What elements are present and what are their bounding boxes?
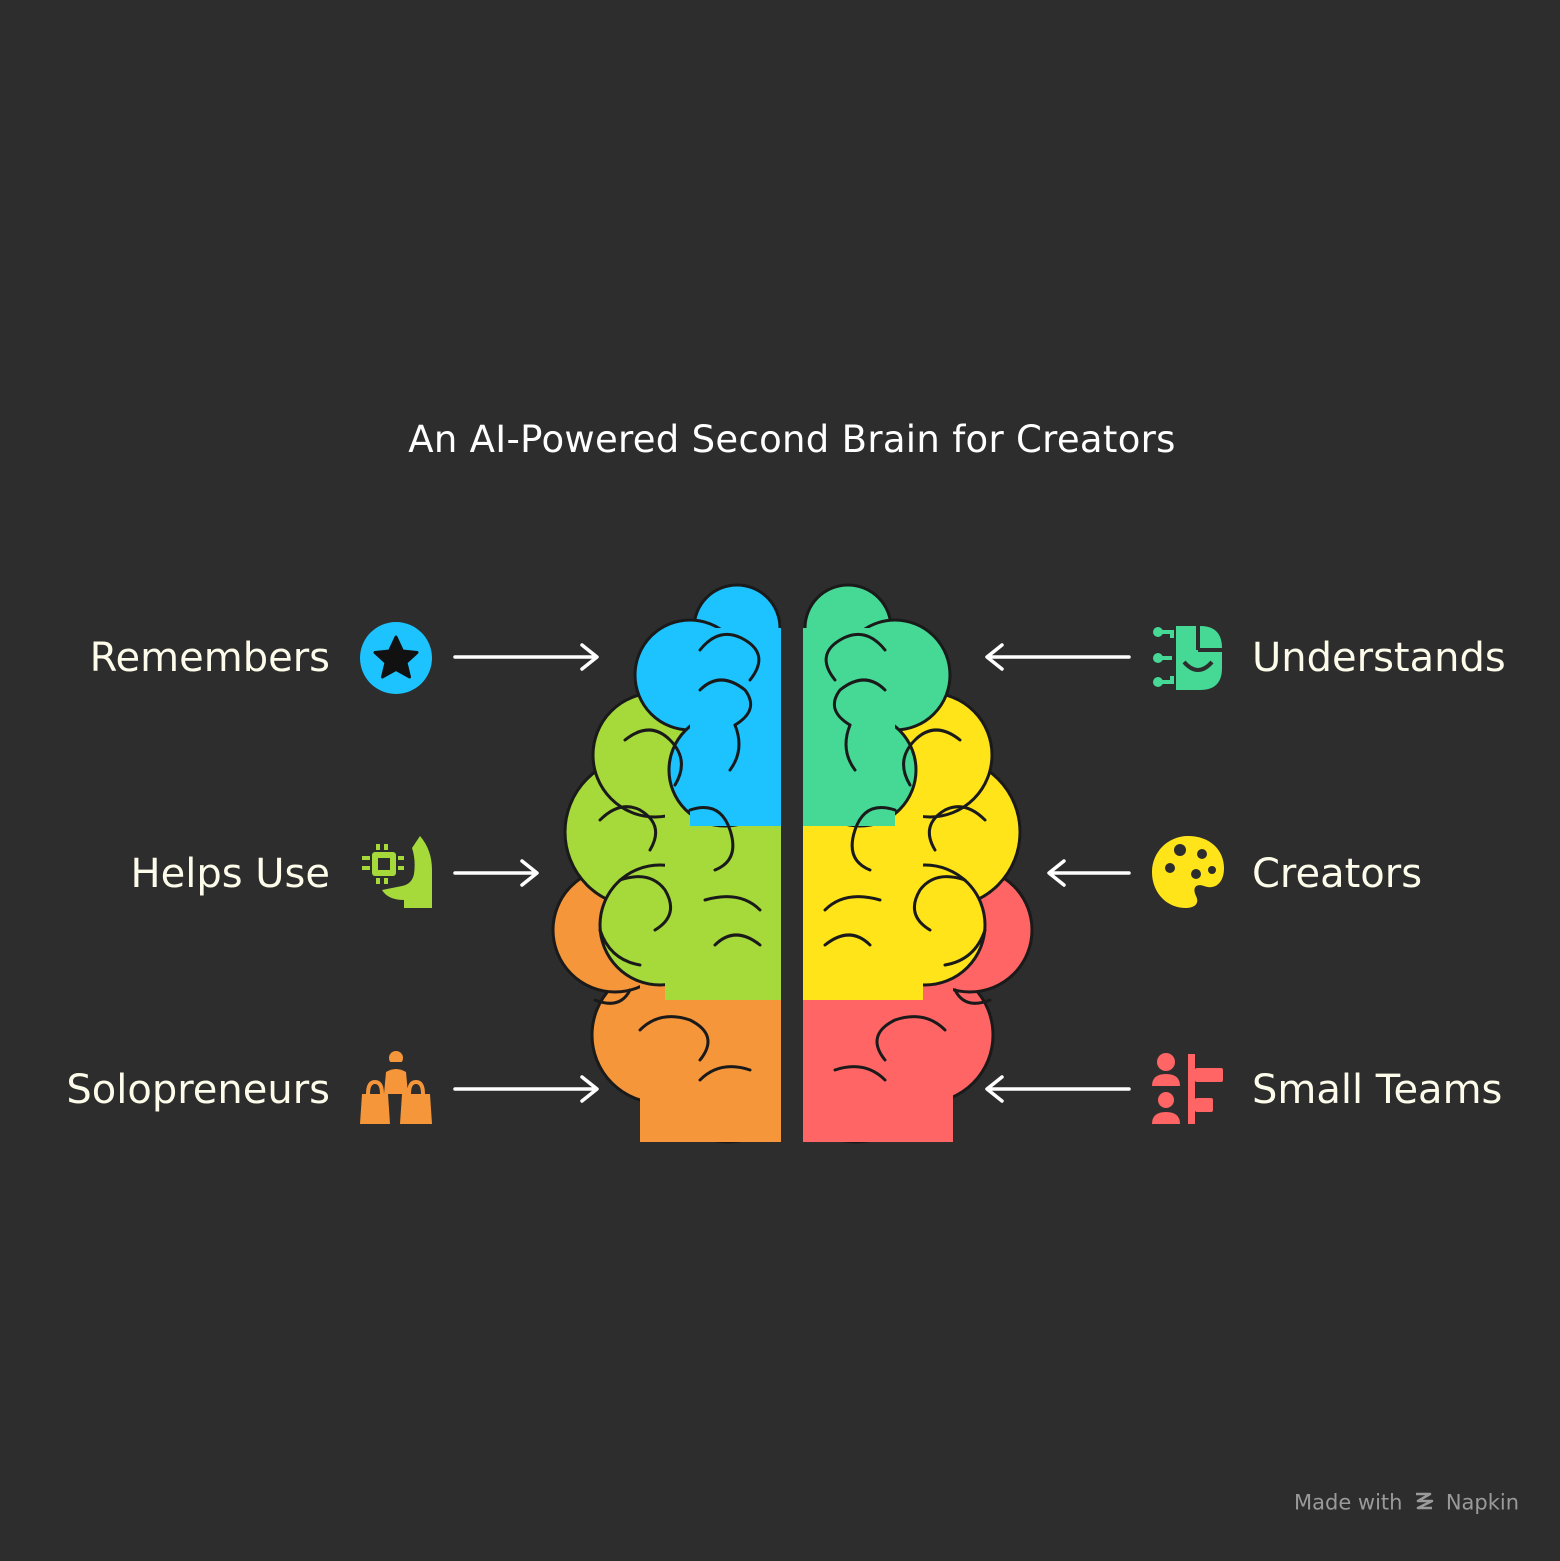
paint-palette-icon	[1150, 834, 1226, 910]
star-badge-icon	[358, 620, 434, 696]
person-shopping-bags-icon	[358, 1050, 434, 1126]
label-understands: Understands	[1252, 635, 1506, 681]
label-helps-use: Helps Use	[130, 851, 330, 897]
arrow-creators	[1047, 859, 1131, 887]
ai-chip-hand-icon	[358, 834, 434, 910]
made-with-watermark: Made with Napkin	[1294, 1490, 1519, 1517]
napkin-logo-icon	[1413, 1490, 1435, 1517]
arrow-helps-use	[453, 859, 539, 887]
label-solopreneurs: Solopreneurs	[66, 1067, 330, 1113]
arrow-solopreneurs	[453, 1075, 599, 1103]
arrow-remembers	[453, 643, 599, 671]
watermark-brand: Napkin	[1445, 1490, 1520, 1515]
diagram-title: An AI-Powered Second Brain for Creators	[408, 418, 1176, 461]
arrow-small-teams	[985, 1075, 1131, 1103]
label-creators: Creators	[1252, 851, 1423, 897]
brain-illustration	[540, 575, 1050, 1155]
circuit-brain-icon	[1150, 620, 1226, 696]
label-remembers: Remembers	[89, 635, 330, 681]
arrow-understands	[985, 643, 1131, 671]
watermark-prefix: Made with	[1294, 1490, 1403, 1515]
brain-right-top-lobe	[803, 583, 952, 828]
team-org-chart-icon	[1150, 1050, 1226, 1126]
label-small-teams: Small Teams	[1252, 1067, 1503, 1113]
